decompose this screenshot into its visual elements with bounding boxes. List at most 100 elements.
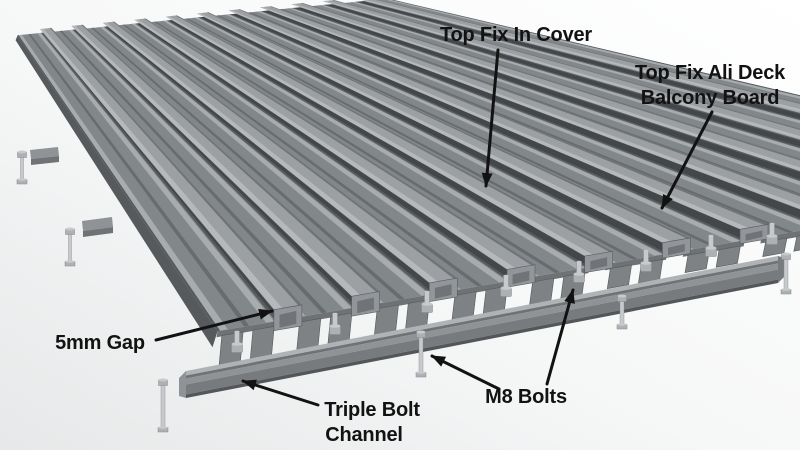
board-front-face bbox=[449, 280, 512, 298]
bolts bbox=[16, 150, 792, 433]
cover-strip-highlight bbox=[291, 3, 800, 171]
cover-strip-side bbox=[112, 21, 458, 279]
deck-board-ridge bbox=[163, 20, 585, 270]
deck-board-ridge bbox=[364, 0, 800, 113]
cover-strip-side bbox=[269, 6, 800, 197]
cover-strip-side bbox=[207, 12, 691, 239]
channel-lower-side bbox=[186, 269, 778, 395]
deck-board-groove bbox=[248, 12, 794, 233]
cover-strip-side bbox=[332, 0, 800, 130]
m8-bolt-tip bbox=[708, 234, 714, 238]
channel-bottom-edge bbox=[186, 279, 778, 398]
m8-bolt-tip bbox=[424, 290, 430, 294]
leader-balcony-board bbox=[660, 110, 714, 210]
label-m8-bolts: M8 Bolts bbox=[485, 386, 567, 408]
deck-board-edge bbox=[41, 32, 279, 322]
cover-strip-highlight bbox=[322, 0, 800, 139]
deck-board-edge bbox=[17, 35, 221, 332]
cover-front-hollow bbox=[590, 257, 608, 270]
cover-front-hollow bbox=[668, 243, 685, 256]
m8-bolt-head-top bbox=[329, 324, 341, 328]
triple-bolt-channel bbox=[179, 256, 785, 398]
deck-board-groove bbox=[185, 18, 638, 260]
board-gap-shadow bbox=[199, 16, 684, 254]
m8-bolt-short bbox=[769, 223, 775, 237]
cover-strip bbox=[165, 15, 613, 257]
m8-bolt-head-top bbox=[705, 246, 717, 250]
cover-front-hollow bbox=[434, 284, 452, 299]
deck-board-edge bbox=[292, 7, 800, 181]
label-triple-bolt-channel-line2: Channel bbox=[325, 424, 403, 446]
m8-bolt-tip bbox=[234, 330, 240, 334]
deck-board-groove bbox=[59, 30, 327, 314]
cover-strip-highlight bbox=[165, 16, 594, 256]
m8-bolt-head-top bbox=[640, 261, 652, 265]
cover-strip bbox=[102, 21, 458, 283]
m8-bolt-head-top bbox=[766, 234, 778, 238]
m8-bolt-nut-top bbox=[617, 323, 627, 326]
cover-strip bbox=[197, 12, 691, 243]
board-foot bbox=[606, 264, 632, 289]
m8-bolt-head-top bbox=[573, 272, 585, 276]
m8-bolt-long-head-top bbox=[158, 378, 168, 382]
cover-strip-side bbox=[81, 24, 380, 293]
cover-front-hollow bbox=[279, 310, 297, 328]
cover-strip-highlight bbox=[260, 7, 800, 209]
m8-bolt-head-top bbox=[421, 302, 433, 306]
deck-board-groove bbox=[216, 15, 716, 247]
m8-bolt-tip bbox=[576, 260, 582, 264]
board-gap-shadow bbox=[230, 13, 762, 241]
board-gap-shadow bbox=[325, 4, 800, 147]
m8-bolt-nut-top bbox=[65, 260, 75, 263]
deck-board-edge bbox=[261, 11, 800, 220]
label-balcony-board-line1: Top Fix Ali Deck bbox=[635, 62, 786, 84]
leader-triple-bolt-channel bbox=[241, 379, 320, 407]
channel-left-end bbox=[179, 371, 186, 398]
deck-board-edge bbox=[331, 4, 800, 141]
m8-bolt-long-head-top bbox=[416, 330, 426, 334]
m8-bolt-long-shaft bbox=[418, 335, 424, 374]
deck-board-ridge bbox=[351, 1, 800, 124]
label-balcony-board-line2: Balcony Board bbox=[641, 87, 780, 109]
board-front-face bbox=[605, 253, 667, 271]
cover-front-hollow bbox=[357, 297, 374, 314]
m8-bolt-nut-top bbox=[158, 426, 168, 429]
deck-board-edge bbox=[198, 17, 668, 255]
deck-board-edge bbox=[166, 20, 590, 268]
label-5mm-gap: 5mm Gap bbox=[55, 332, 145, 354]
m8-bolt-tip bbox=[769, 222, 775, 226]
cover-strip bbox=[228, 9, 768, 230]
channel-upper-side bbox=[186, 263, 778, 385]
deck-board-ridge bbox=[18, 34, 228, 331]
deck-board-edge bbox=[323, 4, 800, 149]
rear-channel-stub-side bbox=[31, 156, 59, 165]
deck-board-edge bbox=[355, 1, 800, 121]
m8-bolt-long-shaft bbox=[783, 257, 789, 291]
cover-front-hollow bbox=[745, 230, 763, 241]
deck-board-ridge bbox=[37, 32, 275, 323]
board-gap-shadow bbox=[293, 7, 800, 180]
deck-board-ridge bbox=[320, 5, 800, 152]
deck-board-ridge bbox=[257, 11, 800, 225]
deck-board-groove bbox=[28, 34, 250, 327]
label-top-fix-in-cover: Top Fix In Cover bbox=[440, 24, 592, 46]
m8-bolt-head-top bbox=[231, 342, 243, 346]
m8-bolt-long-shaft bbox=[20, 155, 24, 181]
m8-bolt-long-shaft bbox=[160, 383, 166, 429]
cover-strip-side bbox=[376, 0, 800, 104]
cover-strip bbox=[134, 18, 536, 270]
board-foot bbox=[793, 235, 800, 252]
m8-bolt-tip bbox=[643, 249, 649, 253]
cover-strip-side bbox=[301, 3, 800, 161]
rear-channel-stub bbox=[30, 147, 59, 159]
rear-channel-stub-side bbox=[83, 227, 113, 237]
board-front-face bbox=[527, 267, 590, 284]
m8-bolt-short bbox=[708, 235, 714, 249]
cover-strip-highlight bbox=[228, 10, 749, 230]
cover-strip bbox=[40, 27, 302, 310]
m8-bolt-nut-top bbox=[17, 178, 27, 181]
deck-board-edge bbox=[72, 29, 357, 308]
m8-bolt-head-top bbox=[500, 286, 512, 290]
leader-m8-bolt-upper bbox=[545, 288, 575, 386]
